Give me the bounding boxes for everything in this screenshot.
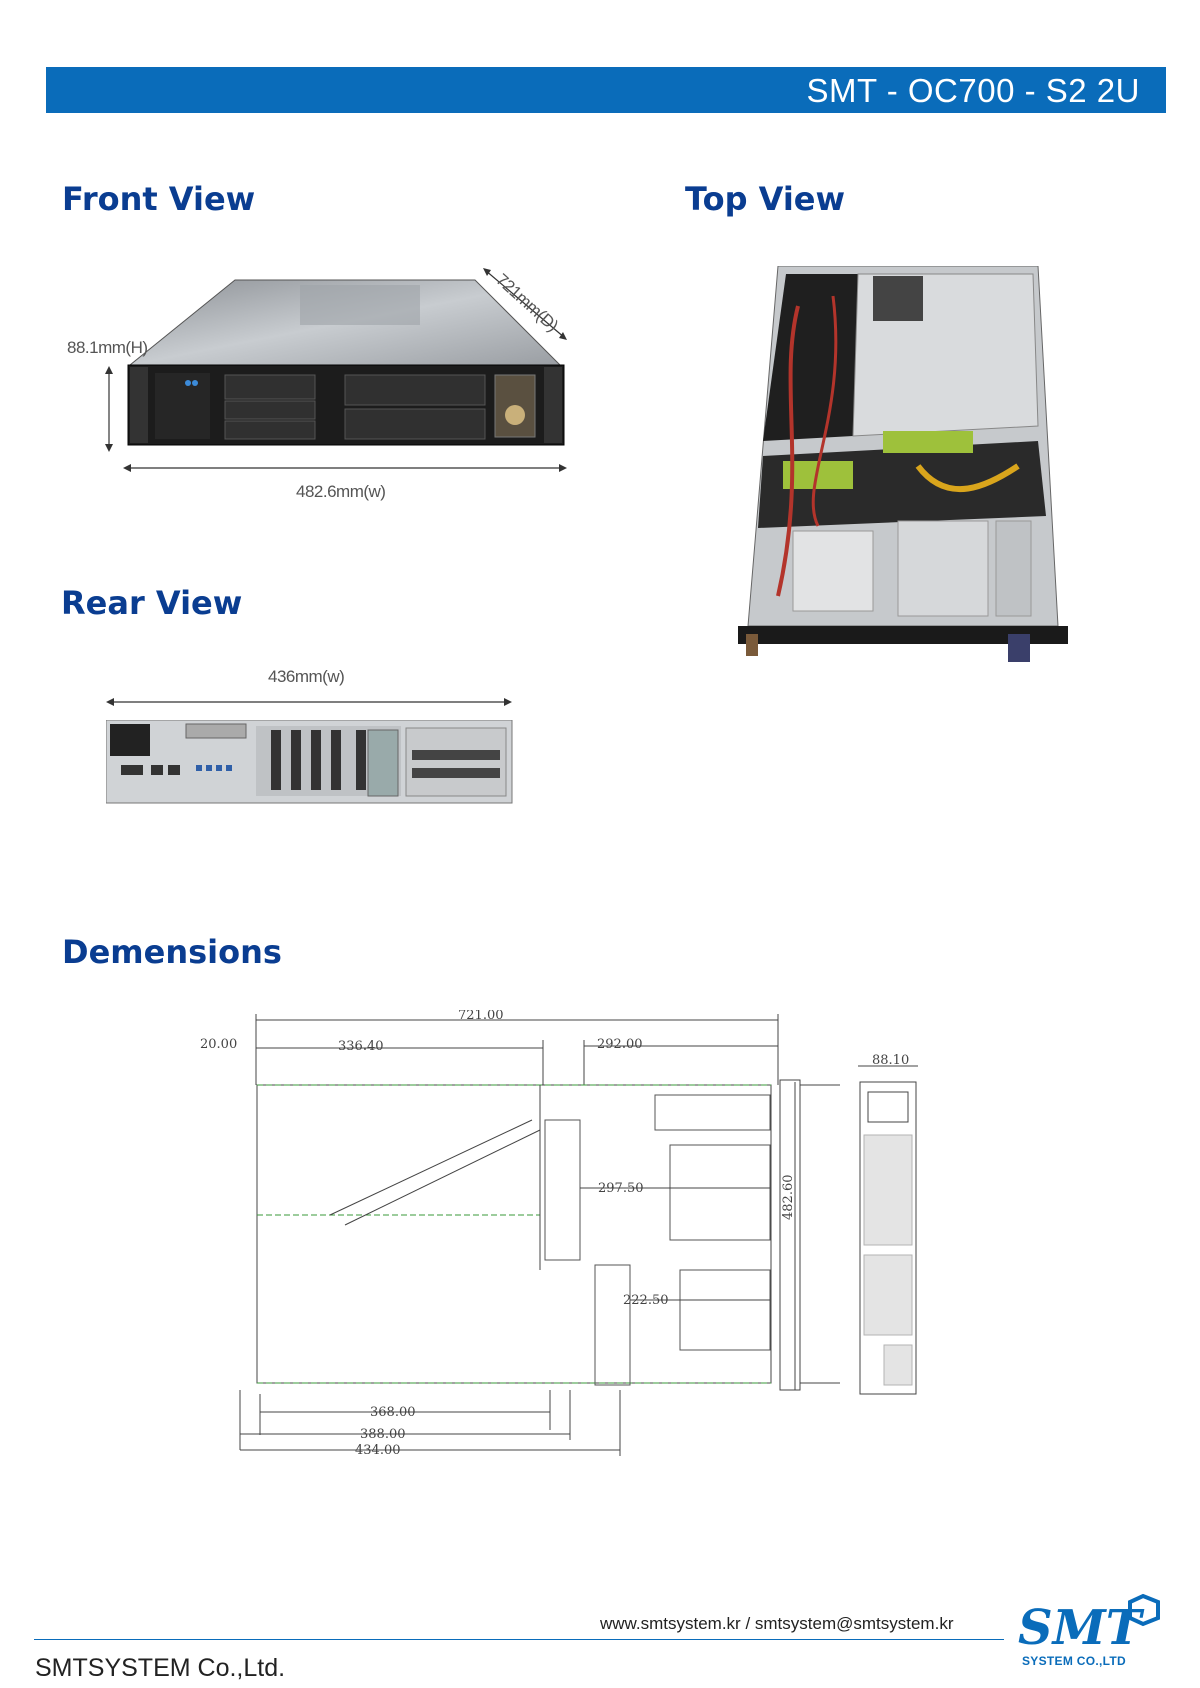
company-name: SMTSYSTEM Co.,Ltd. <box>35 1654 286 1682</box>
front-width-label: 482.6mm(w) <box>296 482 386 501</box>
dim-bottom-b: 388.00 <box>360 1427 406 1442</box>
dim-bottom-c: 434.00 <box>355 1443 401 1458</box>
svg-text:SMT: SMT <box>1018 1600 1145 1652</box>
dim-offset: 20.00 <box>200 1037 237 1052</box>
dimensions-heading: Demensions <box>62 933 282 971</box>
dim-total: 721.00 <box>458 1010 504 1023</box>
dim-bottom-a: 368.00 <box>370 1405 416 1420</box>
dim-side: 88.10 <box>872 1053 909 1068</box>
footer-divider <box>34 1639 1004 1640</box>
rear-width-label: 436mm(w) <box>268 667 345 686</box>
logo-subtitle: SYSTEM CO.,LTD <box>1022 1654 1126 1668</box>
footer-contact: www.smtsystem.kr / smtsystem@smtsystem.k… <box>600 1614 954 1633</box>
top-view-photo <box>738 266 1068 662</box>
dim-upper: 297.50 <box>598 1181 644 1196</box>
front-view-dimension-lines <box>105 268 567 472</box>
rear-view-photo <box>106 720 513 804</box>
product-title: SMT - OC700 - S2 2U <box>806 72 1140 109</box>
dim-right-span: 292.00 <box>597 1037 643 1052</box>
dim-left-span: 336.40 <box>338 1039 384 1054</box>
rear-view-heading: Rear View <box>61 584 243 622</box>
front-height-label: 88.1mm(H) <box>67 338 148 357</box>
front-view-heading: Front View <box>62 180 256 218</box>
front-view-photo <box>127 279 565 446</box>
dim-height: 482.60 <box>781 1175 796 1221</box>
dimension-drawing: 721.00 20.00 336.40 292.00 297.50 222.50… <box>200 1010 918 1458</box>
top-view-heading: Top View <box>685 180 846 218</box>
header-bar: SMT - OC700 - S2 2U <box>46 67 1166 113</box>
dim-lower: 222.50 <box>623 1293 669 1308</box>
smt-logo: SMT <box>1018 1593 1160 1652</box>
rear-dimension-line <box>106 698 512 706</box>
